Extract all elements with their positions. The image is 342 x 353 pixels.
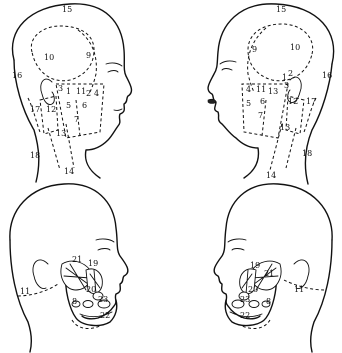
mouth-top-left (114, 109, 122, 110)
brow-top-right (220, 61, 236, 64)
label-10: 10 (44, 53, 54, 62)
label-19: 19 (88, 259, 98, 268)
eye-bottom-right (232, 249, 244, 251)
label-20: 20 (248, 285, 258, 294)
brow-top-left (106, 63, 122, 66)
lips-top-right (208, 99, 216, 103)
label-6: 6 (82, 101, 87, 110)
label-5: 5 (66, 101, 71, 110)
region-9-top-left (78, 30, 96, 92)
ear-bottom-left (33, 260, 48, 289)
label-23: 23 (98, 295, 108, 304)
label-16: 16 (12, 71, 22, 80)
label-21: 21 (72, 255, 82, 264)
label-21: 21 (264, 269, 274, 278)
label-18: 18 (30, 151, 40, 160)
panel-top-left: 15 10 9 16 3 1 11 2 4 17 12 5 6 7 13 18 … (12, 4, 132, 182)
region-17-top-left (28, 98, 40, 132)
label-16: 16 (322, 71, 332, 80)
label-7: 7 (74, 115, 79, 124)
label-3: 3 (58, 84, 63, 93)
region-10-top-left (31, 26, 94, 81)
label-6: 6 (260, 97, 265, 106)
label-11: 11 (256, 85, 266, 94)
label-12: 12 (46, 105, 56, 114)
label-17: 17 (306, 97, 316, 106)
label-15: 15 (276, 5, 286, 14)
head-outline-bottom-right (214, 184, 332, 319)
label-4: 4 (246, 85, 251, 94)
label-8: 8 (266, 297, 271, 306)
label-10: 10 (290, 43, 300, 52)
label-14: 14 (266, 171, 276, 180)
label-2: 2 (86, 89, 91, 98)
label-15: 15 (62, 5, 72, 14)
head-outline-bottom-left (10, 184, 128, 319)
label-9: 9 (86, 51, 91, 60)
label-3: 3 (284, 81, 289, 90)
panel-bottom-left: 21 19 11 20 8 23 22 (10, 184, 128, 352)
brow-bottom-right (228, 239, 246, 242)
region-14-neck-right-top-right (286, 128, 296, 168)
label-11: 11 (20, 287, 30, 296)
eye-top-right (222, 69, 232, 71)
region-14-neck-right-top-left (66, 124, 74, 168)
label-9: 9 (252, 45, 257, 54)
label-2: 2 (288, 69, 293, 78)
label-12: 12 (288, 97, 298, 106)
label-22: 22 (240, 311, 250, 320)
ear-top-left (41, 79, 55, 104)
region-9-top-right (248, 28, 266, 92)
label-13: 13 (268, 87, 278, 96)
panel-bottom-right: 21 19 20 23 11 8 22 (214, 184, 332, 352)
back-of-neck-top-right (305, 64, 332, 184)
label-19: 19 (250, 261, 260, 270)
label-13: 13 (280, 123, 290, 132)
label-14: 14 (64, 167, 74, 176)
eye-bottom-left (98, 249, 110, 251)
label-23: 23 (240, 295, 250, 304)
label-20: 20 (86, 285, 96, 294)
label-7: 7 (258, 111, 263, 120)
label-4: 4 (94, 89, 99, 98)
label-18: 18 (302, 149, 312, 158)
label-1: 1 (66, 87, 71, 96)
back-of-neck-bottom-right (311, 240, 332, 352)
eye-top-left (108, 71, 118, 73)
label-22: 22 (100, 311, 110, 320)
label-11: 11 (294, 285, 304, 294)
label-13: 13 (56, 129, 66, 138)
label-17: 17 (30, 105, 40, 114)
panel-top-right: 15 9 10 16 2 1 3 4 11 13 17 5 6 12 7 13 … (208, 4, 334, 184)
label-8: 8 (72, 297, 77, 306)
label-11: 11 (76, 87, 86, 96)
region-10-top-right (248, 24, 313, 81)
brow-bottom-left (96, 239, 114, 242)
label-5: 5 (246, 99, 251, 108)
